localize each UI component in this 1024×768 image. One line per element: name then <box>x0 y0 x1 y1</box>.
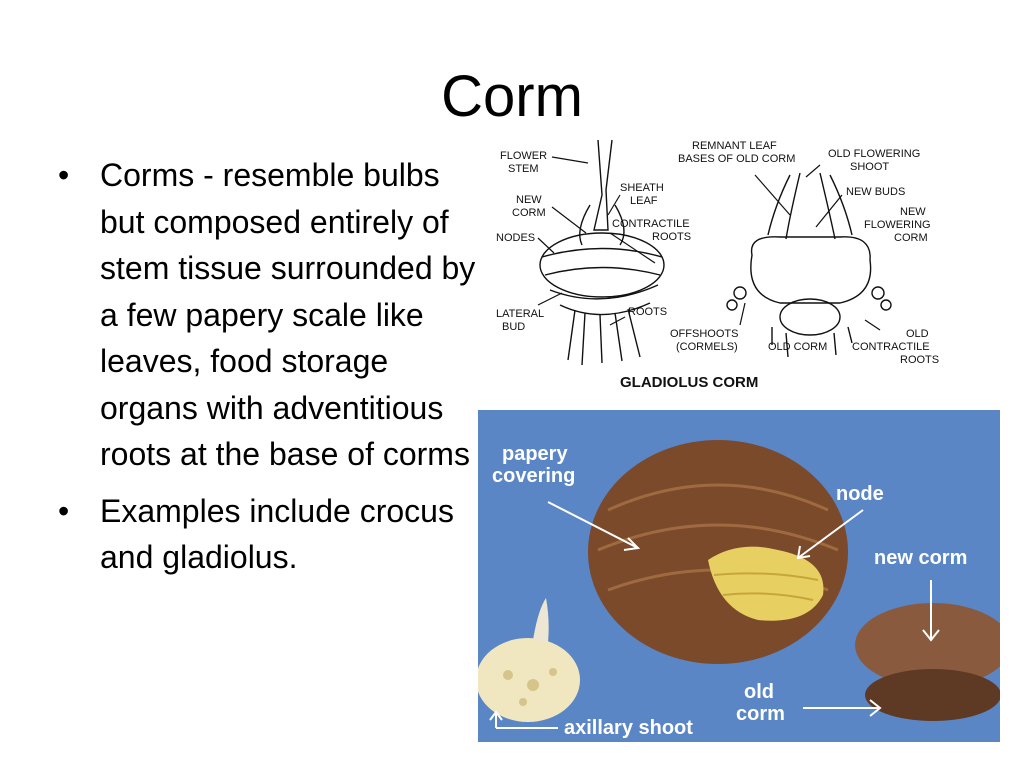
diagram-label: REMNANT LEAF <box>692 140 777 152</box>
diagram-caption: GLADIOLUS CORM <box>620 374 758 391</box>
diagram-label: BASES OF OLD CORM <box>678 153 795 165</box>
diagram-label: LATERAL <box>496 308 544 320</box>
bullet-list: Corms - resemble bulbs but composed enti… <box>58 152 488 591</box>
corm-photo: papery covering node new corm old corm a… <box>478 410 1000 742</box>
diagram-label: LEAF <box>630 195 658 207</box>
diagram-label: SHEATH <box>620 182 664 194</box>
diagram-label: NEW <box>900 206 926 218</box>
diagram-label: OLD FLOWERING <box>828 148 920 160</box>
diagram-label: CONTRACTILE <box>852 341 930 353</box>
diagram-label: CONTRACTILE <box>612 218 690 230</box>
old-corm-lower-shape <box>779 298 841 336</box>
sheath-leaf-shape <box>579 204 625 246</box>
diagram-label: FLOWER <box>500 150 547 162</box>
bullet-item: Corms - resemble bulbs but composed enti… <box>58 152 488 478</box>
bullet-item: Examples include crocus and gladiolus. <box>58 488 488 581</box>
diagram-label: OLD <box>906 328 929 340</box>
photo-label: corm <box>736 703 785 725</box>
diagram-label: STEM <box>508 163 539 175</box>
corm-nodes-shape <box>541 247 663 276</box>
old-corm-shape <box>865 669 1000 721</box>
diagram-label: FLOWERING <box>864 219 931 231</box>
photo-label: papery <box>502 443 568 465</box>
diagram-label: CORM <box>894 232 928 244</box>
flower-stem-shape <box>593 139 613 231</box>
gladiolus-corm-diagram: FLOWER STEM NEW CORM NODES LATERAL BUD S… <box>496 139 939 391</box>
new-corm-shape <box>539 232 665 298</box>
exposed-node-shape <box>708 546 824 621</box>
new-corm-shape <box>855 603 1000 687</box>
sliced-corm-shape <box>478 638 580 722</box>
diagram-label: ROOTS <box>900 354 939 366</box>
diagram-label: NODES <box>496 232 535 244</box>
photo-label: covering <box>492 465 575 487</box>
diagram-label: NEW <box>516 194 542 206</box>
roots-shape <box>567 308 641 366</box>
new-flowering-corm-shape <box>750 236 872 304</box>
photo-label: node <box>836 483 884 505</box>
photo-label: new corm <box>874 547 967 569</box>
diagram-label: (CORMELS) <box>676 341 738 353</box>
diagram-label: SHOOT <box>850 161 889 173</box>
photo-label: old <box>744 681 774 703</box>
diagram-label: BUD <box>502 321 525 333</box>
diagram-label: NEW BUDS <box>846 186 905 198</box>
old-contractile-roots-shape <box>771 326 853 358</box>
diagram-label: ROOTS <box>628 306 667 318</box>
large-corm-shape <box>588 440 848 664</box>
leaf-bases-shape <box>767 172 853 240</box>
photo-label: axillary shoot <box>564 717 693 739</box>
diagram-label: OLD CORM <box>768 341 827 353</box>
cormel-shape <box>733 286 747 300</box>
slide-title: Corm <box>441 64 583 129</box>
diagram-label: OFFSHOOTS <box>670 328 738 340</box>
diagram-label: CORM <box>512 207 546 219</box>
diagram-label: ROOTS <box>652 231 691 243</box>
